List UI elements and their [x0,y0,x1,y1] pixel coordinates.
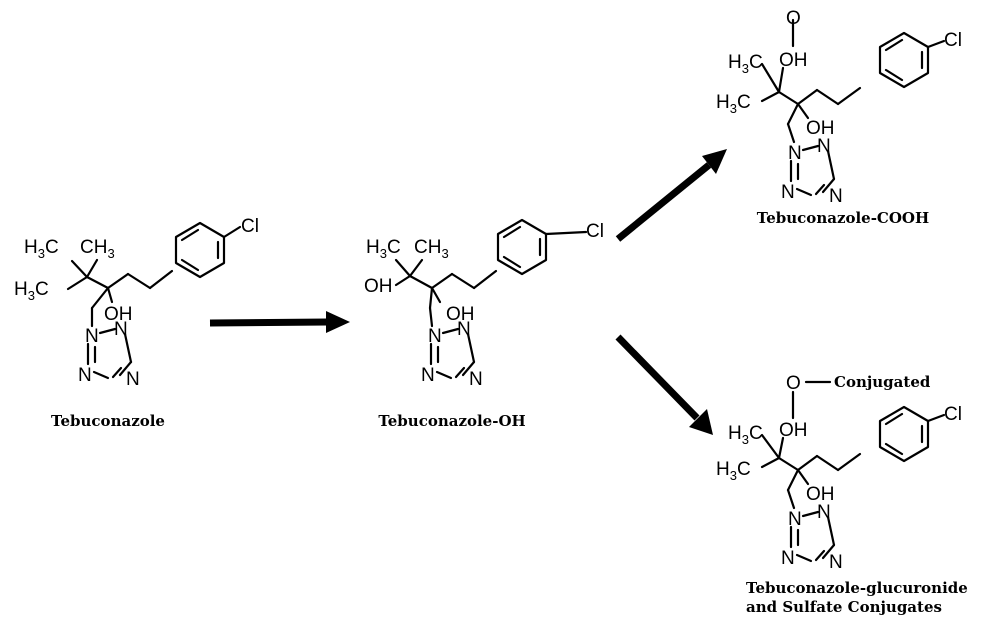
arrow-to-tebuconazole-cooh [615,149,727,242]
tebuconazole-conjugates-o-label: O [786,373,801,394]
tebuconazole-oh-bonds [394,218,588,380]
arrow-to-tebuconazole-conjugates [615,334,713,435]
caption-tebuconazole: Tebuconazole [51,412,165,430]
tebuconazole-conjugates-n1-label: N [788,509,802,530]
tebuconazole-oh-n1-label: N [428,326,442,347]
tebuconazole-conjugates-h3c-top-label: H3C [728,423,763,447]
tebuconazole-bonds [66,221,242,380]
tebuconazole-oh-n2-label: N [457,319,471,340]
tebuconazole-conjugates-h3c-left-label: H3C [716,459,751,483]
tebuconazole-oh-cl-label: Cl [586,221,604,242]
tebuconazole-h3c-top-label: H3C [24,237,59,261]
tebuconazole-h3c-left-label: H3C [14,279,49,303]
tebuconazole-oh-ch3-label: CH3 [414,237,449,261]
tebuconazole-n2-label: N [114,319,128,340]
molecule-tebuconazole-conjugates: O Conjugated OH H3C H3C OH N N N N Cl Te… [716,373,968,616]
tebuconazole-oh-oh-label: OH [446,304,475,325]
conjugated-label: Conjugated [834,373,931,391]
molecule-tebuconazole: H3C CH3 H3C OH N N N N Cl Tebuconazole [14,216,259,430]
caption-tebuconazole-oh: Tebuconazole-OH [378,412,525,430]
tebuconazole-cooh-bonds [760,18,946,197]
tebuconazole-conjugates-oh-label: OH [806,484,835,505]
tebuconazole-oh-h3c-label: H3C [366,237,401,261]
tebuconazole-conjugates-atom-labels: O Conjugated OH H3C H3C OH N N N N Cl [716,373,962,573]
tebuconazole-cooh-atom-labels: O OH H3C H3C OH N N N N Cl [716,8,962,207]
tebuconazole-conjugates-n3-label: N [781,548,795,569]
molecule-tebuconazole-oh: H3C CH3 OH OH N N N N Cl Tebuconazole-OH [364,218,604,430]
caption-glucuronide-line1: Tebuconazole-glucuronide [746,579,968,597]
tebuconazole-conjugates-bonds [760,380,946,563]
tebuconazole-atom-labels: H3C CH3 H3C OH N N N N Cl [14,216,259,390]
tebuconazole-cooh-n3-label: N [781,182,795,203]
tebuconazole-conjugates-oh-top-label: OH [779,420,808,441]
molecule-tebuconazole-cooh: O OH H3C H3C OH N N N N Cl Tebuconazole-… [716,8,962,227]
arrow-to-tebuconazole-oh [209,311,350,333]
tebuconazole-ch3-label: CH3 [80,237,115,261]
tebuconazole-conjugates-cl-label: Cl [944,404,962,425]
tebuconazole-n4-label: N [126,369,140,390]
tebuconazole-conjugates-n2-label: N [817,502,831,523]
tebuconazole-cooh-cl-label: Cl [944,30,962,51]
tebuconazole-cooh-n1-label: N [788,143,802,164]
tebuconazole-cl-label: Cl [241,216,259,237]
caption-glucuronide-line2: and Sulfate Conjugates [746,598,942,616]
tebuconazole-oh-label: OH [104,304,133,325]
tebuconazole-conjugates-n4-label: N [829,552,843,573]
tebuconazole-n3-label: N [78,365,92,386]
tebuconazole-cooh-h3c-left-label: H3C [716,92,751,116]
tebuconazole-oh-n4-label: N [469,369,483,390]
tebuconazole-cooh-n2-label: N [817,136,831,157]
tebuconazole-oh-ho-label: OH [364,276,393,297]
tebuconazole-cooh-h3c-top-label: H3C [728,52,763,76]
tebuconazole-cooh-o-label: O [786,8,801,29]
tebuconazole-cooh-n4-label: N [829,186,843,207]
tebuconazole-cooh-oh-label: OH [806,118,835,139]
tebuconazole-n1-label: N [85,326,99,347]
caption-tebuconazole-cooh: Tebuconazole-COOH [757,209,929,227]
tebuconazole-oh-atom-labels: H3C CH3 OH OH N N N N Cl [364,221,604,390]
tebuconazole-cooh-oh-top-label: OH [779,50,808,71]
tebuconazole-oh-n3-label: N [421,365,435,386]
